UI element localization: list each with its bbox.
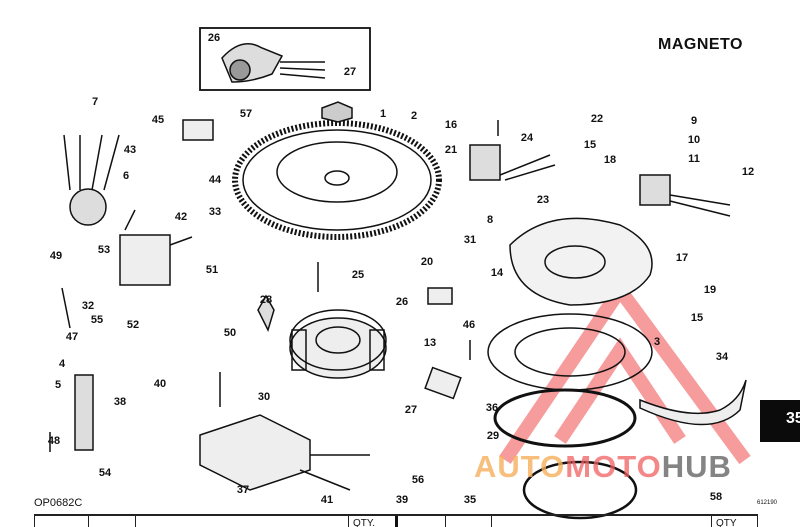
armature-plate — [509, 217, 653, 306]
callout-51: 51 — [205, 264, 219, 276]
callout-1: 1 — [379, 108, 387, 120]
qty-header-right: QTY — [711, 516, 741, 527]
callout-2: 2 — [410, 110, 418, 122]
figure-number: 612190 — [757, 500, 778, 506]
callout-35: 35 — [463, 494, 477, 506]
flywheel — [232, 120, 442, 240]
callout-8: 8 — [486, 214, 494, 226]
callout-26: 26 — [395, 296, 409, 308]
callout-41: 41 — [320, 494, 334, 506]
callout-27: 27 — [404, 404, 418, 416]
callout-53: 53 — [97, 244, 111, 256]
callout-32: 32 — [81, 300, 95, 312]
ignition-coil — [119, 234, 171, 286]
table-divider — [445, 516, 454, 527]
callout-19: 19 — [703, 284, 717, 296]
callout-38: 38 — [113, 396, 127, 408]
callout-30: 30 — [257, 391, 271, 403]
callout-48: 48 — [47, 435, 61, 447]
callout-34: 34 — [715, 351, 729, 363]
callout-3: 3 — [653, 336, 661, 348]
watermark: AUTOMOTOHUB — [474, 450, 732, 484]
watermark-part1: AUTO — [474, 449, 566, 484]
callout-5: 5 — [54, 379, 62, 391]
callout-26: 26 — [207, 32, 221, 44]
callout-16: 16 — [444, 119, 458, 131]
callout-22: 22 — [590, 113, 604, 125]
callout-57: 57 — [239, 108, 253, 120]
callout-50: 50 — [223, 327, 237, 339]
callout-44: 44 — [208, 174, 222, 186]
watermark-part3: HUB — [661, 449, 732, 484]
callout-25: 25 — [351, 269, 365, 281]
watermark-logo — [499, 277, 751, 465]
figure-code: OP0682C — [34, 497, 83, 509]
callout-39: 39 — [395, 494, 409, 506]
callout-29: 29 — [486, 430, 500, 442]
callout-14: 14 — [490, 267, 504, 279]
callout-15: 15 — [583, 139, 597, 151]
callout-42: 42 — [174, 211, 188, 223]
callout-54: 54 — [98, 467, 112, 479]
callout-37: 37 — [236, 484, 250, 496]
callout-24: 24 — [520, 132, 534, 144]
parts-table-header: QTY. QTY — [34, 514, 758, 527]
support-ring — [493, 388, 637, 448]
callout-4: 4 — [58, 358, 66, 370]
inset-box — [199, 27, 371, 91]
callout-11: 11 — [688, 153, 700, 165]
callout-36: 36 — [485, 402, 499, 414]
callout-56: 56 — [411, 474, 425, 486]
callout-9: 9 — [690, 115, 698, 127]
callout-28: 28 — [259, 294, 273, 306]
qty-header-left: QTY. — [348, 516, 379, 527]
table-divider — [135, 516, 144, 527]
callout-17: 17 — [675, 252, 689, 264]
callout-20: 20 — [420, 256, 434, 268]
callout-18: 18 — [603, 154, 617, 166]
table-divider — [491, 516, 500, 527]
watermark-part2: MOTO — [565, 449, 662, 484]
callout-21: 21 — [444, 144, 458, 156]
callout-12: 12 — [741, 166, 755, 178]
callout-49: 49 — [49, 250, 63, 262]
callout-45: 45 — [151, 114, 165, 126]
callout-43: 43 — [123, 144, 137, 156]
callout-13: 13 — [423, 337, 437, 349]
callout-10: 10 — [687, 134, 701, 146]
callout-7: 7 — [91, 96, 99, 108]
diagram-title: MAGNETO — [658, 36, 743, 53]
callout-47: 47 — [65, 331, 79, 343]
page-tab: 35 — [760, 400, 800, 442]
callout-58: 58 — [709, 491, 723, 503]
table-divider — [88, 516, 97, 527]
stator — [289, 309, 387, 379]
callout-52: 52 — [126, 319, 140, 331]
callout-15: 15 — [690, 312, 704, 324]
callout-46: 46 — [462, 319, 476, 331]
callout-6: 6 — [122, 170, 130, 182]
terminal-block — [74, 374, 94, 451]
callout-27: 27 — [343, 66, 357, 78]
power-pack — [199, 414, 311, 491]
table-divider — [395, 516, 406, 527]
callout-33: 33 — [208, 206, 222, 218]
callout-23: 23 — [536, 194, 550, 206]
callout-40: 40 — [153, 378, 167, 390]
callout-31: 31 — [463, 234, 477, 246]
callout-55: 55 — [90, 314, 104, 326]
